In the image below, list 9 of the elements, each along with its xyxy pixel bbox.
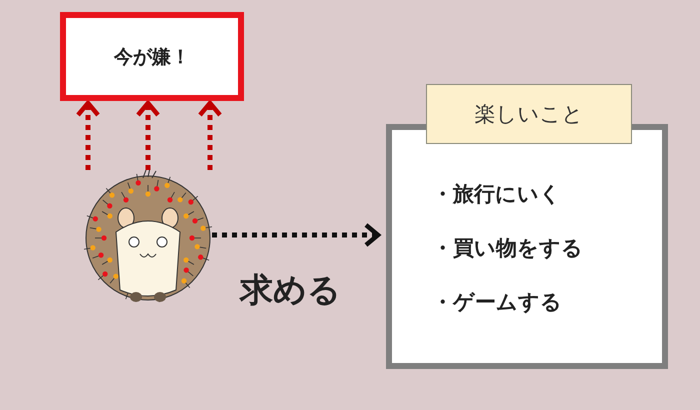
arrow [136, 99, 160, 170]
heading-tab: 楽しいこと [426, 84, 632, 144]
list-item: ・旅行にいく [432, 181, 561, 208]
arrow [212, 223, 382, 247]
arrow [76, 99, 100, 170]
label-box: 今が嫌！ [60, 12, 244, 101]
arrow [198, 99, 222, 170]
list-item: ・ゲームする [432, 289, 562, 316]
list-item: ・買い物をする [432, 235, 583, 262]
